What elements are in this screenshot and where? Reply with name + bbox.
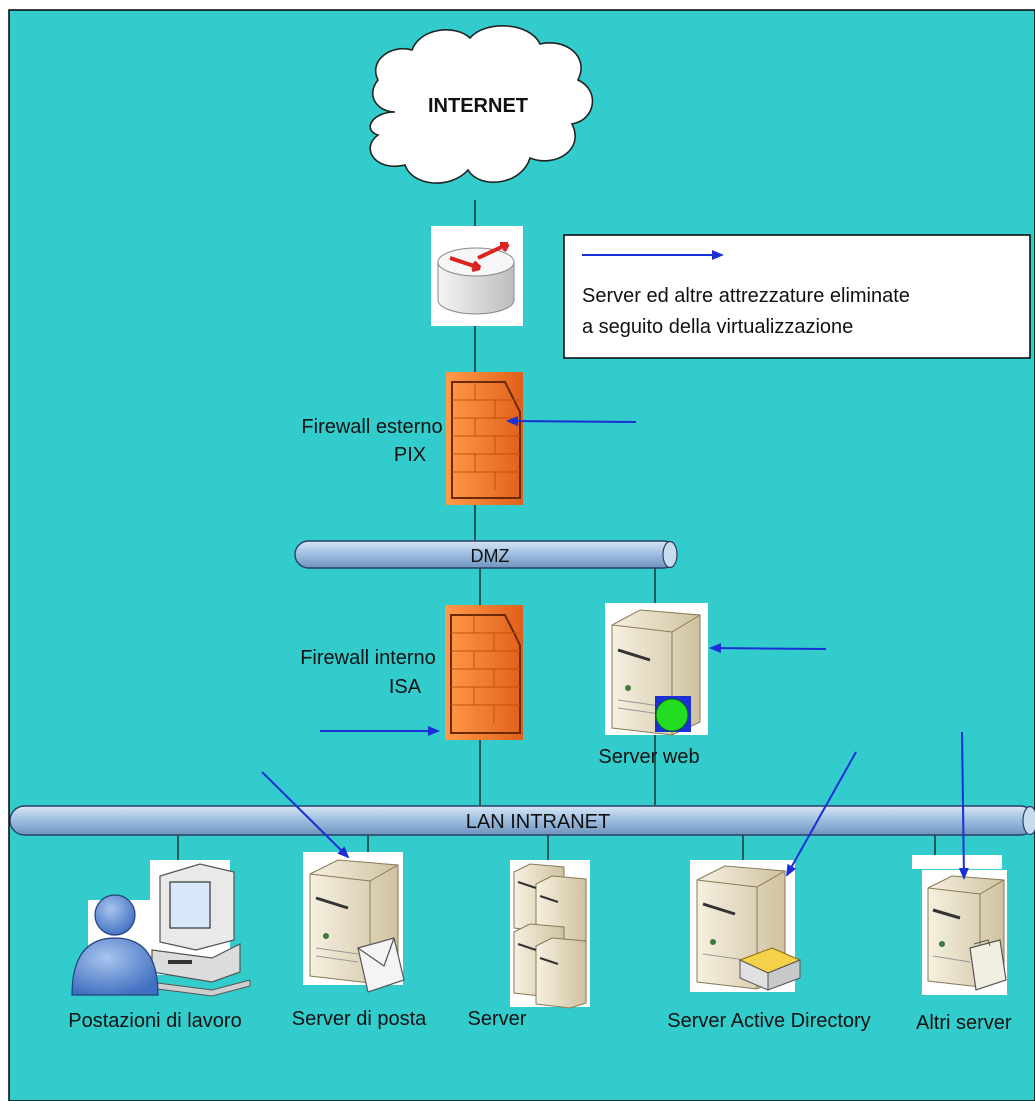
legend-text-line1: Server ed altre attrezzature eliminate <box>582 285 910 307</box>
envelope-icon <box>357 937 405 993</box>
other-servers: Altri server <box>912 855 1012 1034</box>
legend-box: Server ed altre attrezzature eliminate a… <box>563 234 1031 359</box>
lan-intranet-label: LAN INTRANET <box>466 811 610 833</box>
firewall-internal-label-1: Firewall interno <box>300 647 436 669</box>
server-web-label: Server web <box>598 746 699 768</box>
router <box>431 226 523 326</box>
arrow-mail-server <box>261 771 350 859</box>
arrow-other-servers <box>958 731 969 880</box>
mail-server-label: Server di posta <box>292 1008 427 1030</box>
server-group: Server <box>468 860 590 1030</box>
router-icon <box>437 242 515 315</box>
firewall-internal-label-2: ISA <box>389 676 422 698</box>
dmz-bus: DMZ <box>294 540 678 569</box>
firewall-external: Firewall esterno PIX <box>301 372 523 505</box>
server-group-label: Server <box>468 1008 527 1030</box>
firewall-external-label-1: Firewall esterno <box>301 416 442 438</box>
server-web: Server web <box>598 603 708 768</box>
globe-icon <box>655 696 691 732</box>
internet-cloud: INTERNET <box>369 25 594 184</box>
arrow-server-web <box>709 643 827 654</box>
dmz-label: DMZ <box>471 546 510 566</box>
folder-icon <box>969 939 1007 991</box>
elimination-arrows <box>261 416 969 880</box>
internet-label: INTERNET <box>428 95 528 117</box>
firewall-external-label-2: PIX <box>394 444 426 466</box>
ad-server-label: Server Active Directory <box>667 1010 870 1032</box>
user-icon <box>71 894 159 996</box>
arrow-firewall-external <box>506 416 637 427</box>
workstations-label: Postazioni di lavoro <box>68 1010 241 1032</box>
arrow-ad-server <box>786 751 857 877</box>
cloud-icon <box>369 25 594 184</box>
server-icon <box>513 863 587 1009</box>
directory-icon <box>738 947 802 991</box>
other-servers-label: Altri server <box>916 1012 1012 1034</box>
firewall-icon <box>446 372 523 505</box>
firewall-internal: Firewall interno ISA <box>300 605 523 740</box>
ad-server: Server Active Directory <box>667 860 871 1032</box>
connection-lines <box>177 200 936 862</box>
lan-intranet-bus: LAN INTRANET <box>9 805 1035 836</box>
mail-server: Server di posta <box>292 852 427 1030</box>
legend-text-line2: a seguito della virtualizzazione <box>582 316 853 338</box>
workstation: Postazioni di lavoro <box>68 860 251 1032</box>
workstation-icon <box>149 863 251 997</box>
